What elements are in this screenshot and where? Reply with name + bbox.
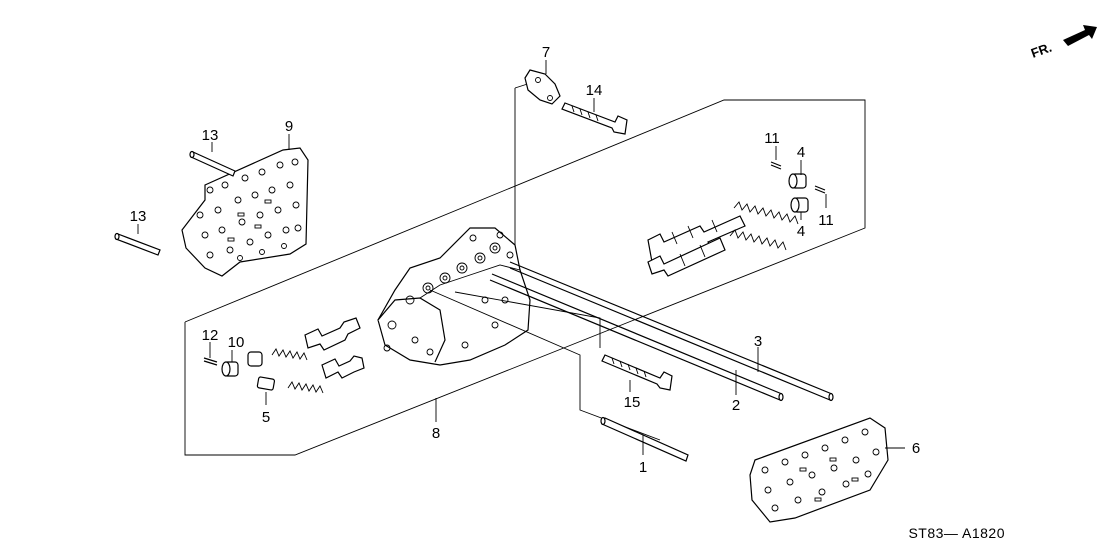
callout-4-upper: 4 [797, 144, 805, 161]
callout-12: 12 [202, 327, 219, 344]
front-arrow-icon [1063, 25, 1097, 46]
callout-3: 3 [754, 333, 762, 350]
assembly-outline [184, 79, 866, 456]
callout-leaders [137, 60, 905, 455]
long-rod-3 [509, 261, 834, 402]
main-valve-body [377, 227, 531, 366]
left-spool-lower [321, 355, 365, 379]
callout-1: 1 [639, 459, 647, 476]
cover-7 [524, 69, 561, 105]
callout-11-lower: 11 [818, 212, 834, 229]
bolt-15 [601, 354, 673, 391]
plug-5 [256, 376, 276, 391]
roll-pin-lower [814, 185, 826, 194]
left-spring-lower [287, 381, 324, 394]
callout-8: 8 [432, 425, 440, 442]
front-direction-indicator: FR. [1029, 25, 1097, 61]
dowel-pin-upper [189, 150, 236, 177]
callout-11-upper: 11 [764, 130, 780, 147]
valve-cap-upper [788, 173, 807, 189]
diagram-code: ST83— A1820 [908, 525, 1005, 541]
callout-6: 6 [912, 440, 920, 457]
front-label: FR. [1029, 40, 1054, 61]
left-spring-upper [271, 348, 308, 361]
callout-14: 14 [586, 82, 603, 99]
left-spool-upper [304, 317, 361, 351]
long-rod-2 [489, 273, 784, 402]
callout-13-upper: 13 [202, 127, 219, 144]
valve-spring-upper [733, 201, 799, 225]
separator-plate-upper [181, 147, 309, 277]
callout-10: 10 [228, 334, 245, 351]
roll-pin-12 [203, 357, 218, 366]
pin-1 [600, 416, 689, 462]
callout-4-lower: 4 [797, 223, 805, 240]
valve-spool-middle [647, 237, 726, 277]
valve-spring-lower [729, 229, 787, 251]
bolt-14 [561, 102, 628, 135]
dowel-pin-lower [114, 232, 161, 256]
cap-10 [221, 361, 239, 377]
cap-left-upper [247, 351, 263, 367]
valve-cap-lower [790, 197, 809, 213]
separator-plate-lower [749, 417, 889, 523]
roll-pin-upper [770, 161, 782, 170]
callout-9: 9 [285, 118, 293, 135]
callout-15: 15 [624, 394, 641, 411]
callout-5: 5 [262, 409, 270, 426]
callout-2: 2 [732, 397, 740, 414]
callout-13-lower: 13 [130, 208, 147, 225]
callout-labels: 1 2 3 4 4 5 6 7 8 9 10 11 11 12 13 13 14… [130, 44, 921, 476]
callout-7: 7 [542, 44, 550, 61]
